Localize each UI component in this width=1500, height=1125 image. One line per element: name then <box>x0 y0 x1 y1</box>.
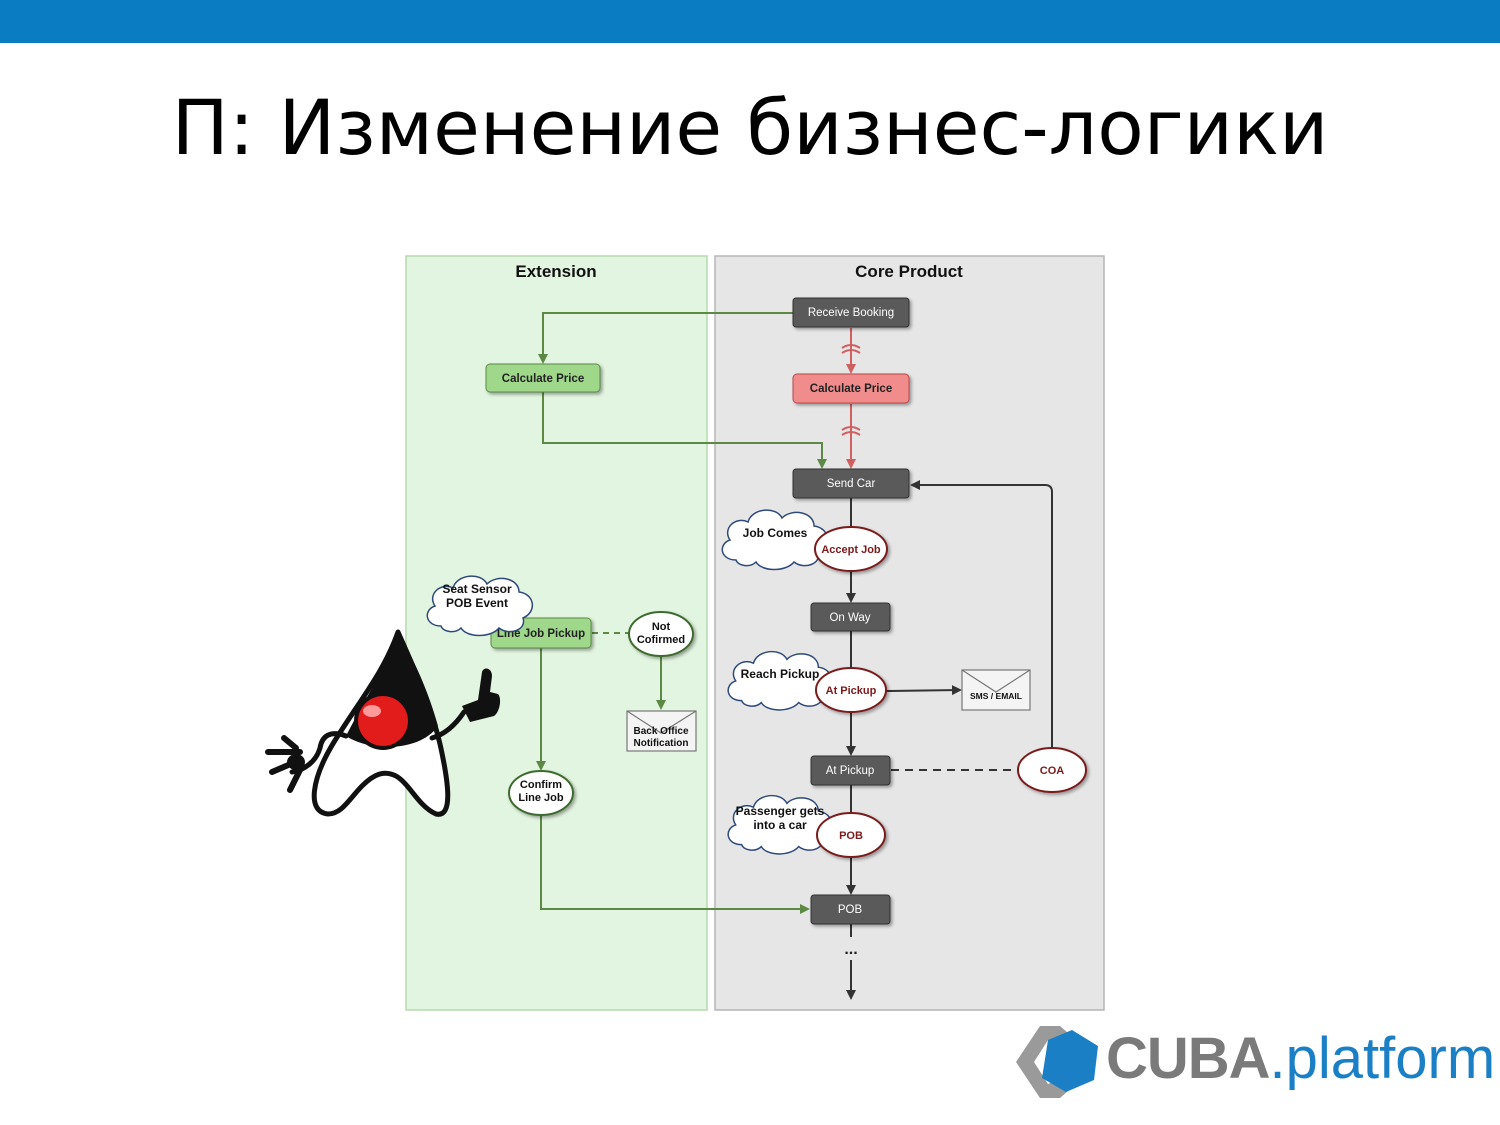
event-confirm-line-job-line1: Confirm <box>520 779 562 791</box>
cuba-logo-icon <box>1016 1026 1098 1098</box>
cloud-seat-sensor-line1: Seat Sensor <box>442 582 512 596</box>
node-on-way-label: On Way <box>829 612 870 624</box>
event-confirm-line-job <box>508 770 574 816</box>
edge-confirm-to-pob <box>540 816 810 914</box>
event-pob-label: POB <box>839 830 863 842</box>
envelope-back-office-line1: Back Office <box>633 726 688 737</box>
node-receive-booking <box>792 297 910 328</box>
extension-lane-label: Extension <box>515 262 596 281</box>
node-at-pickup-state-label: At Pickup <box>826 765 875 777</box>
cloud-reach-pickup-label: Reach Pickup <box>741 667 820 681</box>
logo-cuba-text: CUBA <box>1106 1026 1271 1091</box>
event-not-confirmed-line1: Not <box>652 621 671 633</box>
envelope-back-office-line2: Notification <box>634 738 689 749</box>
event-at-pickup <box>815 667 887 713</box>
node-receive-booking-label: Receive Booking <box>808 307 894 319</box>
edge-coa-to-send-car <box>910 480 1053 748</box>
event-at-pickup-label: At Pickup <box>826 685 877 697</box>
flow-ellipsis: ... <box>844 941 857 958</box>
node-calc-price-core-label: Calculate Price <box>810 383 892 395</box>
edge-at-pickup-to-sms <box>885 685 962 696</box>
event-pob <box>816 812 886 858</box>
top-accent-bar <box>0 0 1500 43</box>
cloud-job-comes-label: Job Comes <box>743 526 808 540</box>
node-pob-state-label: POB <box>838 904 863 916</box>
break-mark-2 <box>841 426 861 436</box>
edge-receive-to-ext-calc <box>538 312 793 364</box>
event-accept-job <box>814 526 888 572</box>
node-calc-price-ext <box>485 363 601 393</box>
event-not-confirmed <box>628 611 694 657</box>
node-send-car-label: Send Car <box>827 478 876 490</box>
node-calc-price-ext-label: Calculate Price <box>502 373 584 385</box>
edge-ext-calc-to-send-car <box>542 392 827 469</box>
core-lane-label: Core Product <box>855 262 963 281</box>
node-pob-state <box>810 894 891 925</box>
event-confirm-line-job-line2: Line Job <box>518 792 564 804</box>
event-coa-label: COA <box>1040 765 1065 777</box>
cloud-seat-sensor-line2: POB Event <box>446 596 508 610</box>
event-accept-job-label: Accept Job <box>821 544 881 556</box>
envelope-back-office <box>626 710 697 752</box>
logo-platform-text: .platform <box>1269 1026 1496 1091</box>
node-calc-price-core <box>792 373 910 404</box>
node-at-pickup-state <box>810 755 891 786</box>
break-mark-1 <box>841 344 861 354</box>
envelope-sms-email <box>961 669 1031 711</box>
event-not-confirmed-line2: Cofirmed <box>637 634 685 646</box>
envelope-sms-email-label: SMS / EMAIL <box>970 691 1022 701</box>
cloud-passenger-line2: into a car <box>753 818 807 832</box>
cuba-platform-logo: CUBA.platform <box>1106 1030 1495 1088</box>
event-coa <box>1017 747 1087 793</box>
node-send-car <box>792 468 910 499</box>
node-on-way <box>810 602 891 632</box>
duke-mascot-illustration <box>265 629 501 817</box>
slide-title: П: Изменение бизнес-логики <box>171 83 1329 172</box>
cloud-passenger-line1: Passenger gets <box>736 804 825 818</box>
node-line-job-pickup-label: Line Job Pickup <box>497 628 585 640</box>
core-product-lane <box>714 255 1105 1011</box>
